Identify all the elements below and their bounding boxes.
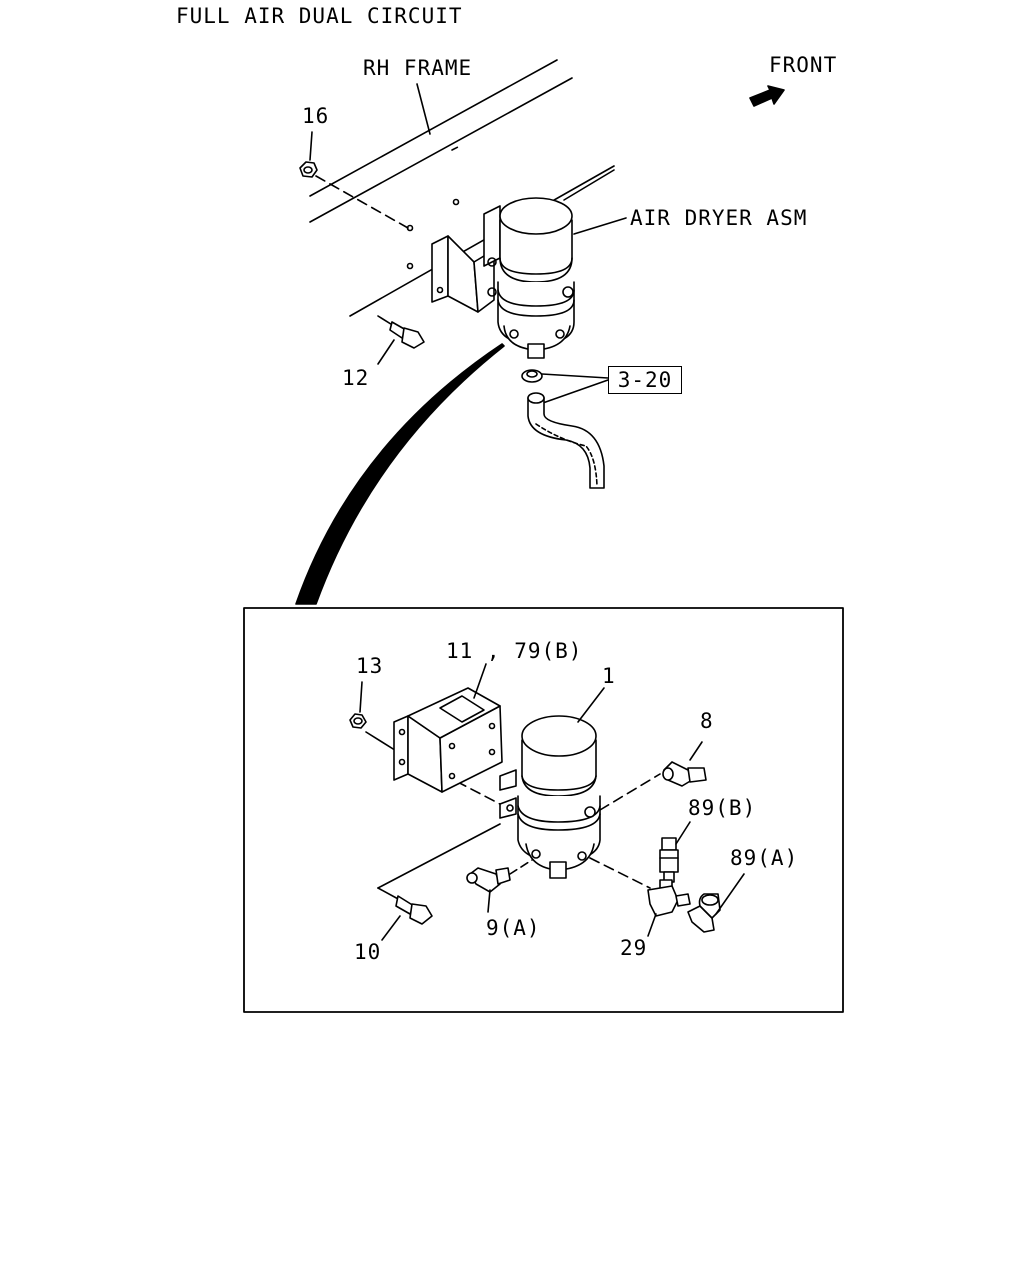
- rh-frame-rail: [310, 60, 614, 316]
- upper-air-dryer-icon: [498, 170, 626, 358]
- rh-frame-label: RH FRAME: [363, 56, 473, 80]
- leader-13: [360, 682, 362, 712]
- air-dryer-label: AIR DRYER ASM: [630, 206, 808, 230]
- callout-13: 13: [356, 654, 384, 678]
- callout-89a: 89(A): [730, 846, 799, 870]
- callout-10: 10: [354, 940, 382, 964]
- nut-16-icon: [300, 162, 408, 228]
- callout-89b: 89(B): [688, 796, 757, 820]
- elbow-8-icon: [663, 742, 706, 786]
- page-title: FULL AIR DUAL CIRCUIT: [176, 4, 463, 28]
- callout-12: 12: [342, 366, 370, 390]
- bolt-10-icon: [378, 824, 500, 940]
- hose-fitting-icon: [522, 370, 608, 488]
- connector-89b-icon: [660, 822, 690, 882]
- leader-16: [310, 132, 312, 160]
- front-label: FRONT: [769, 53, 838, 77]
- callout-29: 29: [620, 936, 648, 960]
- ref-box-3-20[interactable]: 3-20: [608, 366, 682, 394]
- elbow-9a-icon: [467, 860, 532, 912]
- leader-11-79b: [474, 664, 486, 698]
- tee-29-icon: [648, 880, 690, 936]
- elbow-89a-icon: [688, 874, 744, 932]
- callout-16: 16: [302, 104, 330, 128]
- callout-8: 8: [700, 709, 714, 733]
- front-arrow-icon: [750, 86, 784, 106]
- callout-9a: 9(A): [486, 916, 541, 940]
- callout-1: 1: [602, 664, 616, 688]
- detail-frame: [244, 608, 843, 1012]
- bolt-12-icon: [378, 316, 424, 364]
- lower-air-dryer-icon: [518, 688, 660, 888]
- upper-bracket-icon: [408, 200, 501, 313]
- lower-bracket-icon: [394, 688, 516, 818]
- callout-11-79b: 11 , 79(B): [446, 639, 583, 663]
- detail-pointer-curve: [296, 344, 504, 604]
